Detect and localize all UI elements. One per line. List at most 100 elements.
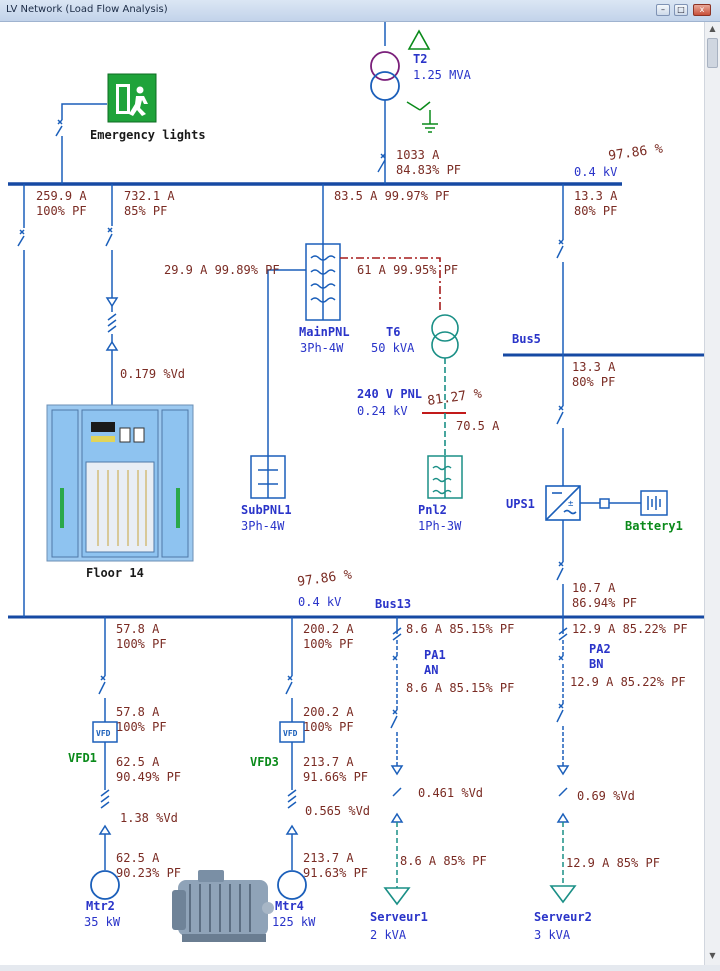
subpnl1-name: SubPNL1: [241, 503, 292, 517]
serveur1-feeder[interactable]: [390, 617, 404, 888]
ups-out-feeder[interactable]: [556, 520, 564, 617]
serveur2-load-icon[interactable]: [549, 885, 577, 904]
subpnl1-panel[interactable]: [250, 455, 286, 499]
pa2-name: PA2: [589, 642, 611, 656]
mtr4-motor-icon[interactable]: [277, 870, 307, 900]
vfd3-box-label: VFD: [283, 729, 298, 738]
mainpnl-to-t6-feeder[interactable]: [340, 257, 441, 312]
battery1-name: Battery1: [625, 519, 683, 533]
mtr4-pf4: 91.63% PF: [303, 866, 368, 880]
mainpnl-feeder[interactable]: [267, 184, 341, 456]
window-titlebar: LV Network (Load Flow Analysis) – □ x: [0, 0, 720, 22]
floor14-vd: 0.179 %Vd: [120, 367, 185, 381]
ups1-out-amps: 10.7 A: [572, 581, 616, 595]
mainpnl-in: 83.5 A 99.97% PF: [334, 189, 450, 203]
mtr2-a4: 62.5 A: [116, 851, 160, 865]
maximize-button[interactable]: □: [674, 4, 688, 16]
mtr4-a2: 200.2 A: [303, 705, 354, 719]
mtr4-a4: 213.7 A: [303, 851, 354, 865]
diagram-canvas[interactable]: ± VFD: [8, 22, 704, 965]
t6-rating: 50 kVA: [371, 341, 415, 355]
pnl240-amps: 70.5 A: [456, 419, 500, 433]
mtr4-pf2: 100% PF: [303, 720, 354, 734]
bus5-feed-pf: 80% PF: [574, 204, 617, 218]
emergency-amps: 259.9 A: [36, 189, 87, 203]
mainpnl-right-out: 61 A 99.95% PF: [357, 263, 458, 277]
transformer-t2[interactable]: [370, 22, 400, 184]
mtr2-feeder[interactable]: [92, 617, 118, 870]
serveur2-feeder[interactable]: [556, 617, 570, 886]
pnl240-name: 240 V PNL: [357, 387, 422, 401]
window-title: LV Network (Load Flow Analysis): [6, 4, 168, 15]
ups1-box[interactable]: [545, 485, 581, 521]
mtr2-vd: 1.38 %Vd: [120, 811, 178, 825]
serveur1-load-icon[interactable]: [383, 887, 411, 906]
mtr4-a1: 200.2 A: [303, 622, 354, 636]
serveur1-a2: 8.6 A 85.15% PF: [406, 681, 514, 695]
mtr2-pf2: 100% PF: [116, 720, 167, 734]
mtr4-pf1: 100% PF: [303, 637, 354, 651]
pa1-phase: AN: [424, 663, 438, 677]
mtr2-a3: 62.5 A: [116, 755, 160, 769]
floor14-switchgear-image[interactable]: [46, 404, 194, 562]
mtr4-pf3: 91.66% PF: [303, 770, 368, 784]
scroll-thumb[interactable]: [707, 38, 718, 68]
mtr4-vd: 0.565 %Vd: [305, 804, 370, 818]
serveur2-a2: 12.9 A 85.22% PF: [570, 675, 686, 689]
serveur1-vd: 0.461 %Vd: [418, 786, 483, 800]
mtr2-a1: 57.8 A: [116, 622, 160, 636]
emergency-lights-label: Emergency lights: [90, 128, 206, 142]
scroll-up-icon[interactable]: ▲: [709, 24, 716, 33]
emergency-exit-icon: [107, 73, 157, 123]
pnl240-voltage-pct: 81.27 %: [426, 386, 483, 409]
serveur2-a3: 12.9 A 85% PF: [566, 856, 660, 870]
battery-link[interactable]: [580, 498, 641, 509]
bus13-name: Bus13: [375, 597, 411, 611]
t2-amps: 1033 A: [396, 148, 440, 162]
battery-icon[interactable]: [640, 490, 668, 516]
bus5-feed-amps: 13.3 A: [574, 189, 618, 203]
status-bar: [0, 965, 720, 971]
mtr2-pf4: 90.23% PF: [116, 866, 181, 880]
mtr2-rating: 35 kW: [84, 915, 121, 929]
mtr4-rating: 125 kW: [272, 915, 316, 929]
vertical-scrollbar[interactable]: ▲ ▼: [704, 22, 720, 965]
floor14-feeder[interactable]: [105, 184, 119, 405]
mtr2-motor-icon[interactable]: [90, 870, 120, 900]
serveur2-vd: 0.69 %Vd: [577, 789, 635, 803]
pnl2-type: 1Ph-3W: [418, 519, 462, 533]
serveur1-rating: 2 kVA: [370, 928, 407, 942]
serveur2-rating: 3 kVA: [534, 928, 571, 942]
grid-source-icon: [407, 29, 431, 50]
serveur2-a1: 12.9 A 85.22% PF: [572, 622, 688, 636]
minimize-button[interactable]: –: [656, 4, 670, 16]
t2-pf: 84.83% PF: [396, 163, 461, 177]
ground-icon: [406, 101, 438, 133]
transformer-t6[interactable]: [422, 314, 466, 456]
t2-rating: 1.25 MVA: [413, 68, 472, 82]
bus5-pf: 80% PF: [572, 375, 615, 389]
subpnl1-type: 3Ph-4W: [241, 519, 285, 533]
floor14-amps: 732.1 A: [124, 189, 175, 203]
bus5-name: Bus5: [512, 332, 541, 346]
main-bus-voltage-pct: 97.86 %: [607, 141, 664, 164]
mtr2-a2: 57.8 A: [116, 705, 160, 719]
mtr2-pf1: 100% PF: [116, 637, 167, 651]
serveur1-name: Serveur1: [370, 910, 428, 924]
pnl2-panel[interactable]: [427, 455, 463, 499]
serveur2-name: Serveur2: [534, 910, 592, 924]
vfd3-label: VFD3: [250, 755, 279, 769]
t2-name: T2: [413, 52, 427, 66]
ups-symbol: ±: [568, 499, 574, 509]
emergency-feeder[interactable]: [55, 103, 107, 184]
ups1-out-pf: 86.94% PF: [572, 596, 637, 610]
mtr4-feeder[interactable]: [279, 617, 305, 870]
bus5-feeder[interactable]: [556, 184, 564, 486]
t6-name: T6: [386, 325, 400, 339]
serveur1-a3: 8.6 A 85% PF: [400, 854, 487, 868]
pnl2-name: Pnl2: [418, 503, 447, 517]
mtr4-name: Mtr4: [275, 899, 304, 913]
scroll-down-icon[interactable]: ▼: [709, 951, 716, 960]
close-button[interactable]: x: [693, 4, 711, 16]
bus-tie-feeder[interactable]: [17, 184, 25, 617]
